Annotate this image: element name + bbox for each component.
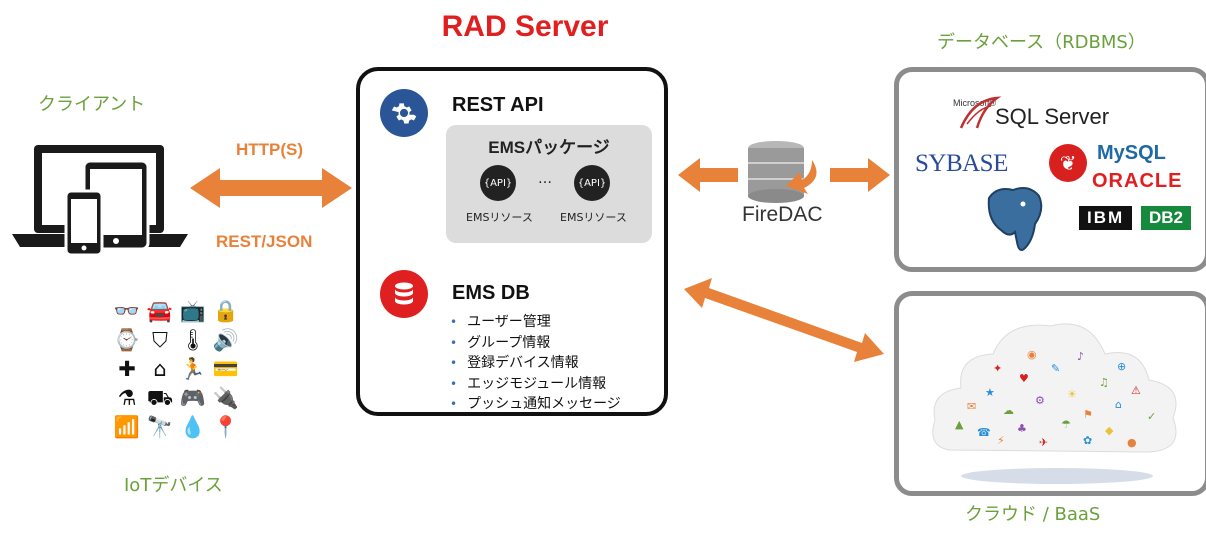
svg-text:⚡: ⚡: [997, 434, 1005, 447]
svg-text:▲: ▲: [955, 418, 964, 431]
watch-icon: ⌚: [113, 328, 141, 352]
redis-like-logo-icon: ❦: [1049, 144, 1087, 182]
db2-logo: DB2: [1141, 206, 1192, 230]
plug-icon: 🔌: [212, 386, 240, 410]
server-firedac-arrow: [678, 158, 738, 192]
svg-text:♪: ♪: [1077, 350, 1084, 363]
svg-text:✎: ✎: [1051, 362, 1060, 375]
svg-text:◉: ◉: [1027, 348, 1037, 361]
firedac-server-icon: [748, 141, 817, 203]
home-icon: ⌂: [153, 357, 167, 381]
svg-text:♫: ♫: [1099, 376, 1109, 389]
http-label: HTTP(S): [236, 140, 304, 159]
drop-icon: 💧: [179, 415, 207, 439]
gear-icon: [380, 89, 428, 137]
forklift-icon: ⛟: [146, 386, 174, 410]
ems-resource-label: EMSリソース: [560, 211, 627, 224]
flask-icon: ⚗: [117, 386, 137, 410]
ems-package-box: EMSパッケージ {API} … {API} EMSリソース EMSリソース: [446, 125, 652, 243]
cloud-icon: ✉ ★ ☁ ♥ ⚙ ✎ ☀ ⚑ ♫ ⌂ ⚠ ✓ ☎ ⚡ ♣ ✈ ☂ ✿ ◆ ● …: [932, 323, 1177, 484]
medical-cross-icon: ✚: [118, 357, 136, 381]
sql-server-icon: [959, 96, 1002, 129]
svg-text:♣: ♣: [1017, 422, 1027, 435]
svg-text:☀: ☀: [1067, 388, 1077, 401]
client-devices-icon: [12, 145, 188, 257]
list-item: グループ情報: [450, 333, 621, 354]
signal-icon: 📶: [113, 415, 141, 439]
svg-text:☂: ☂: [1061, 418, 1071, 431]
svg-text:⚙: ⚙: [1035, 394, 1045, 407]
rest-api-title: REST API: [452, 94, 544, 116]
ems-package-title: EMSパッケージ: [488, 138, 610, 157]
ibm-logo: IBM: [1079, 206, 1133, 230]
mysql-logo: MySQL: [1097, 142, 1166, 164]
svg-text:☁: ☁: [1003, 404, 1014, 417]
runner-icon: 🏃: [179, 357, 207, 381]
svg-text:★: ★: [985, 386, 995, 399]
postgresql-icon: [987, 187, 1043, 251]
oracle-logo: ORACLE: [1092, 170, 1183, 192]
list-item: 登録デバイス情報: [450, 353, 621, 374]
list-item: ユーザー管理: [450, 312, 621, 333]
car-icon: 🚘: [146, 299, 174, 323]
client-server-arrow: [190, 168, 352, 208]
microsoft-brand: Microsoft®: [953, 98, 997, 108]
iot-icon-grid: 👓 🚘 📺 🔒 ⌚ ⛉ 🌡 🔊 ✚ ⌂ 🏃 💳 ⚗ ⛟ 🎮 🔌 📶 🔭 💧 📍: [112, 298, 242, 441]
shield-icon: ⛉: [152, 328, 168, 352]
pin-icon: 📍: [212, 415, 240, 439]
svg-text:✈: ✈: [1039, 436, 1048, 449]
svg-text:✉: ✉: [967, 400, 976, 413]
svg-text:⌂: ⌂: [1115, 398, 1122, 411]
glasses-icon: 👓: [113, 299, 141, 323]
database-icon: [380, 270, 428, 318]
card-icon: 💳: [212, 357, 240, 381]
database-label: データベース（RDBMS）: [937, 32, 1146, 53]
svg-text:●: ●: [1127, 436, 1137, 449]
ems-resource-label: EMSリソース: [466, 211, 533, 224]
svg-text:✿: ✿: [1083, 434, 1092, 447]
iot-label: IoTデバイス: [124, 475, 223, 496]
list-item: プッシュ通知メッセージ: [450, 394, 621, 415]
svg-text:☎: ☎: [977, 426, 991, 439]
lock-icon: 🔒: [212, 299, 240, 323]
database-box: Microsoft® SQL Server SYBASE ❦ MySQL ORA…: [894, 67, 1206, 272]
tv-icon: 📺: [179, 299, 207, 323]
diagram-title: RAD Server: [441, 10, 609, 43]
rest-json-label: REST/JSON: [216, 232, 313, 251]
thermometer-icon: 🌡: [179, 328, 207, 352]
firedac-db-arrow: [830, 158, 890, 192]
svg-text:✓: ✓: [1147, 410, 1156, 423]
firedac-label: FireDAC: [742, 203, 823, 226]
svg-text:⊕: ⊕: [1117, 360, 1126, 373]
svg-text:♥: ♥: [1019, 372, 1029, 385]
gamepad-icon: 🎮: [179, 386, 207, 410]
sybase-logo: SYBASE: [915, 150, 1008, 177]
svg-text:✦: ✦: [993, 362, 1002, 375]
cloud-label: クラウド / BaaS: [965, 504, 1101, 525]
ellipsis: …: [538, 171, 552, 187]
telescope-icon: 🔭: [146, 415, 174, 439]
cloud-box: ✉ ★ ☁ ♥ ⚙ ✎ ☀ ⚑ ♫ ⌂ ⚠ ✓ ☎ ⚡ ♣ ✈ ☂ ✿ ◆ ● …: [894, 291, 1206, 496]
server-cloud-arrow: [684, 278, 884, 362]
ems-db-title: EMS DB: [452, 282, 530, 304]
sql-server-logo: SQL Server: [995, 104, 1110, 129]
svg-text:⚠: ⚠: [1131, 384, 1141, 397]
svg-text:◆: ◆: [1105, 424, 1114, 437]
speaker-icon: 🔊: [212, 328, 240, 352]
api-badge: {API}: [480, 165, 516, 201]
api-badge: {API}: [574, 165, 610, 201]
list-item: エッジモジュール情報: [450, 374, 621, 395]
ems-db-list: ユーザー管理 グループ情報 登録デバイス情報 エッジモジュール情報 プッシュ通知…: [450, 312, 621, 415]
svg-text:⚑: ⚑: [1083, 408, 1093, 421]
client-label: クライアント: [38, 94, 146, 115]
